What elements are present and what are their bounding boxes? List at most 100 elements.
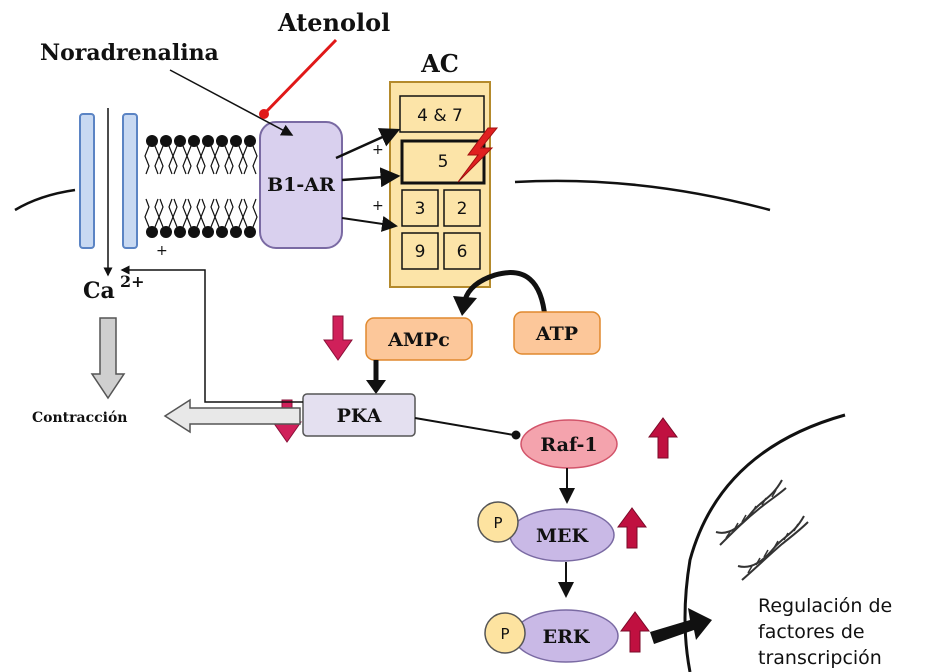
erk-increase-arrow [620,611,650,653]
raf-1-node [520,419,618,469]
lipid-tail [224,145,230,175]
lipid-tail [210,198,216,228]
lipid-tail [154,198,160,228]
lipid-tail [252,198,258,228]
lightning-icon [457,127,499,183]
ac-isoform-3-box [401,189,439,227]
lipid-head [202,226,214,238]
erk-phospho-icon [484,612,526,654]
lipid-head [244,135,256,147]
lipid-tail [158,145,164,175]
lipid-head [216,135,228,147]
lipid-tail [144,145,150,175]
noradrenalina-arrow [169,69,294,136]
lipid-head [146,135,158,147]
b1-ar-label: B1-AR [267,174,335,196]
receptor-to-ac-arrow-mid [341,167,401,188]
mek-phospho-label: P [493,514,502,532]
contraccion-label: Contracción [32,410,127,426]
lipid-tail [252,145,258,175]
atp-box [513,311,601,355]
lipid-tail [186,198,192,228]
calcium-channel-left [79,113,95,249]
lipid-head [174,135,186,147]
lipid-tail [242,198,248,228]
lipid-tail [242,145,248,175]
lipid-head [188,135,200,147]
pka-to-raf-dot [511,430,521,440]
b1-ar-receptor [259,121,343,249]
raf-1-increase-arrow [648,417,678,459]
lipid-head [244,226,256,238]
lipid-tail [228,145,234,175]
ampc-to-pka-arrowhead [366,380,386,394]
lipid-tail [172,145,178,175]
mek-label: MEK [536,525,590,547]
ac-isoform-2: 2 [457,199,468,219]
lipid-tail [144,198,150,228]
dna-icon [715,479,809,581]
calcium-label: Ca [83,278,115,304]
regulation-line-2: factores de [758,621,865,643]
lipid-head [174,226,186,238]
atenolol-inhibition-line [262,38,338,116]
calcium-to-contraction-arrow [90,317,126,400]
ac-isoform-4-7: 4 & 7 [417,106,463,126]
lipid-tail [196,198,202,228]
lipid-head [216,226,228,238]
lipid-tail [196,145,202,175]
ac-isoform-4-7-box [399,95,485,133]
lipid-tail [200,198,206,228]
lipid-tail [186,145,192,175]
lipid-tail [238,145,244,175]
ac-isoform-5: 5 [438,152,449,172]
membrane-right [514,179,771,212]
mek-phospho-icon [477,501,519,543]
ac-isoform-3: 3 [415,199,426,219]
lipid-bilayer [144,135,258,238]
regulation-line-3: transcripción [758,647,882,669]
lipid-tail [154,145,160,175]
lipid-tail [182,145,188,175]
lipid-tail [158,198,164,228]
ampc-label: AMPc [387,329,450,351]
pka-to-contraction-arrow [163,398,301,434]
ampc-box [365,317,473,361]
calcium-superscript: 2+ [120,272,145,291]
atenolol-block-dot [259,109,269,119]
mek-increase-arrow [617,507,647,549]
ampc-decrease-arrow [323,315,353,361]
lipid-tail [168,198,174,228]
lipid-tail [210,145,216,175]
noradrenalina-label: Noradrenalina [40,40,219,66]
lipid-head [146,226,158,238]
atenolol-label: Atenolol [277,8,390,37]
lipid-tail [182,198,188,228]
erk-label: ERK [543,626,591,648]
raf-1-label: Raf-1 [540,434,597,456]
ac-isoform-6: 6 [457,242,468,262]
lipid-tail [172,198,178,228]
regulation-line-1: Regulación de [758,595,892,617]
plus-sign: + [372,142,384,158]
lipid-head [202,135,214,147]
erk-phospho-label: P [500,625,509,643]
lipid-head [188,226,200,238]
pka-box [302,393,416,437]
lipid-head [160,135,172,147]
ac-isoform-6-box [443,232,481,270]
lipid-tail [214,198,220,228]
ac-label: AC [420,49,459,78]
ac-isoform-2-box [443,189,481,227]
lipid-head [230,226,242,238]
pka-to-raf-line [414,417,515,436]
receptor-to-ac-arrow-low [341,216,398,232]
ac-isoform-9-box [401,232,439,270]
atp-to-ampc-arrowhead [453,296,477,316]
ac-isoform-9: 9 [415,242,426,262]
lipid-tail [238,198,244,228]
plus-sign: + [156,243,168,259]
pka-to-calcium-arrow [120,265,303,403]
lipid-tail [200,145,206,175]
